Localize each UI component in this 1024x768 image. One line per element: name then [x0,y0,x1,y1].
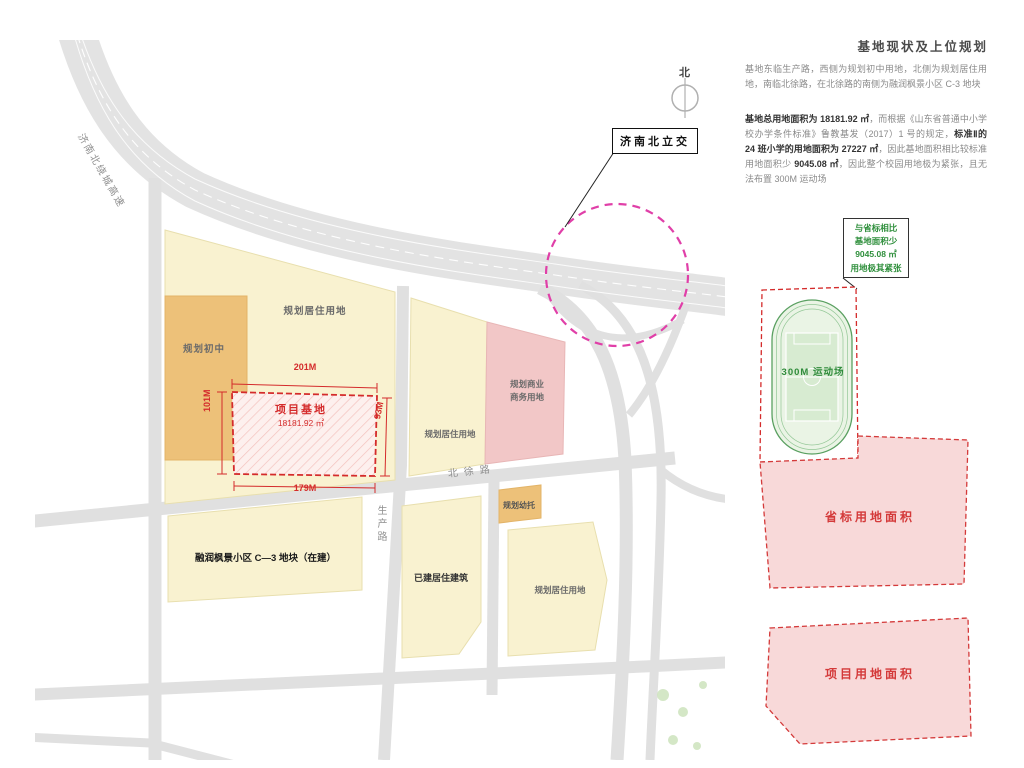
project-site-boundary [231,391,378,477]
parcel-label-junior-high: 规划初中 [182,344,225,355]
parcel-label-residential-top: 规划居住用地 [283,306,347,317]
parcel-commercial [484,321,566,465]
dimension-bottom: 179M [293,483,317,493]
intro-paragraph-2: 基地总用地面积为 18181.92 ㎡，而根据《山东省普通中小学校办学条件标准》… [745,112,987,188]
callout-line-2: 基地面积少 [854,236,898,247]
parcel-label-rongrun: 融润枫景小区 C—3 地块（在建） [195,553,336,564]
track-label: 300M 运动场 [781,367,845,378]
parcel-built-residential [401,495,482,659]
shengchan-road [378,285,409,760]
site-map-canvas [35,40,725,760]
project-area-shape [765,617,972,745]
interchange-ramp [577,280,666,760]
intro-paragraph-1: 基地东临生产路，西侧为规划初中用地，北侧为规划居住用地，南临北徐路，在北徐路的南… [745,64,987,90]
vegetation [657,681,707,750]
dimension-left: 101M [202,389,212,412]
callout-line-3: 9045.08 ㎡ [855,249,897,260]
interchange-ramp [658,466,725,503]
comparison-callout-box: 与省标相比 基地面积少 9045.08 ㎡ 用地极其紧张 [843,218,909,278]
north-label: 北 [679,67,690,79]
interchange-highlight-circle [544,202,690,348]
parcel-label-built: 已建居住建筑 [413,573,468,583]
dimension-lines [217,379,392,493]
highway-lane-lines [75,40,725,309]
south-road [35,656,725,701]
beixu-road [35,451,676,528]
p2-bold-2: 标准Ⅱ的 24 班小学的用地面积为 27227 ㎡ [745,129,987,155]
parcel-label-commercial-1: 规划商业 [509,379,544,389]
project-site-label: 项目基地 [275,404,327,416]
parcel-label-residential-mid: 规划居住用地 [424,429,476,439]
p2-bold-3: 9045.08 ㎡ [794,159,839,170]
parcel-rongrun [167,496,363,603]
parcel-residential-bottom [507,521,608,657]
provincial-area-label: 省标用地面积 [824,510,915,524]
project-site-area: 18181.92 ㎡ [277,418,325,428]
parcel-label-residential-bottom: 规划居住用地 [534,585,586,595]
interchange-leader-line [564,151,615,228]
project-area-label: 项目用地面积 [824,667,915,681]
parcel-residential-mid [408,297,488,477]
southwest-road [35,732,234,760]
parcel-label-kindergarten: 规划幼托 [503,501,535,510]
p2-bold-1: 基地总用地面积为 18181.92 ㎡ [745,114,870,124]
p2-text-3: ，因此整个校园用地极为紧张，且无法布置 300M 运动场 [745,159,987,185]
p2-text-1: ，而根据《山东省普通中小学校办学条件标准》鲁教基发（2017）1 号的规定， [745,114,987,140]
comparison-canvas [759,277,972,745]
north-compass-icon [671,78,699,118]
dimension-top: 201M [293,362,317,372]
running-track [771,299,853,455]
south-mid-road [486,479,500,696]
page-title: 基地现状及上位规划 [857,40,988,54]
shengchan-road-label: 生产路 [375,505,386,544]
p2-text-2: ，因此基地面积相比较标准用地面积少 [745,144,987,170]
interchange-label-box: 济南北立交 [612,128,698,154]
callout-line-1: 与省标相比 [854,223,898,233]
parcel-label-commercial-2: 商务用地 [509,392,544,402]
parcel-kindergarten [498,484,542,524]
callout-line-4: 用地极其紧张 [850,262,902,273]
provincial-area-shape [759,435,969,589]
